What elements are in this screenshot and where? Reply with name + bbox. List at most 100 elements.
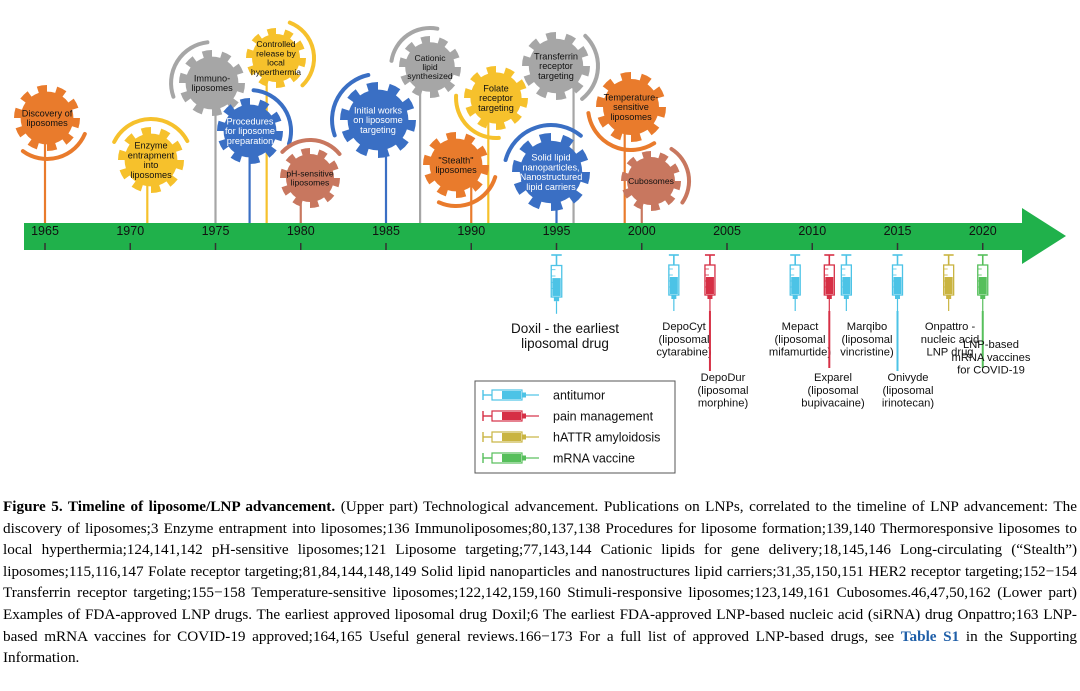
year-label: 2000 [628,224,656,238]
gear-swoosh [580,33,600,101]
year-label: 2005 [713,224,741,238]
syringe-icon [943,254,955,311]
gear-icon [217,98,283,164]
timeline-arrow [24,208,1066,264]
gear-swoosh [112,117,190,144]
milestone-label: "Stealth"liposomes [435,155,477,175]
gear-icon [340,82,416,158]
gear-icon [464,66,528,130]
syringe-icon [789,254,801,311]
year-label: 1990 [457,224,485,238]
gear-swoosh [389,26,440,63]
legend-syringe-icon [482,389,539,401]
syringe-icon [550,254,563,314]
milestone-gear: "Stealth"liposomes [423,132,498,208]
gear-swoosh [436,175,498,208]
gear-swoosh [20,132,87,161]
legend-label-hattr: hATTR amyloidosis [553,431,660,445]
legend-syringe-icon [482,452,539,464]
gear-swoosh [454,93,501,140]
syringe-icon [891,254,904,311]
caption-label: Figure 5. Timeline of liposome/LNP advan… [3,498,336,515]
year-label: 1985 [372,224,400,238]
milestone-label: Cubosomes [628,176,674,186]
gear-icon [179,50,245,116]
legend-syringe-icon [482,410,539,422]
gear-swoosh [280,138,342,156]
gear-swoosh [330,73,371,138]
gear-icon [399,36,461,98]
gear-icon [246,28,306,88]
milestone-gear: Cubosomes [621,147,691,211]
milestone-gear: Immuno-liposomes [169,40,245,116]
gear-icon [512,133,590,211]
gear-icon [596,72,666,142]
gear-icon [14,85,80,151]
gear-icon [621,151,681,211]
caption-tail: in the Supporting Information. [3,627,1078,667]
syringe-icon [668,254,680,311]
caption-body: (Upper part) Technological advancement. … [3,498,1077,645]
gear-swoosh [251,88,293,146]
legend-label-mrna: mRNA vaccine [553,452,635,466]
year-label: 1970 [116,224,144,238]
table-s1-link[interactable]: Table S1 [900,627,960,645]
gear-icon [280,148,340,208]
year-label: 1975 [202,224,230,238]
year-label: 2020 [969,224,997,238]
gear-swoosh [669,147,691,205]
syringe-icon [704,254,716,311]
gear-icon [522,32,590,100]
legend-label-pain: pain management [553,410,654,424]
year-label: 1965 [31,224,59,238]
syringe-icon [823,254,835,311]
gear-swoosh [287,20,317,88]
syringe-icon [977,254,989,311]
gear-swoosh [503,123,583,162]
year-label: 1995 [543,224,571,238]
